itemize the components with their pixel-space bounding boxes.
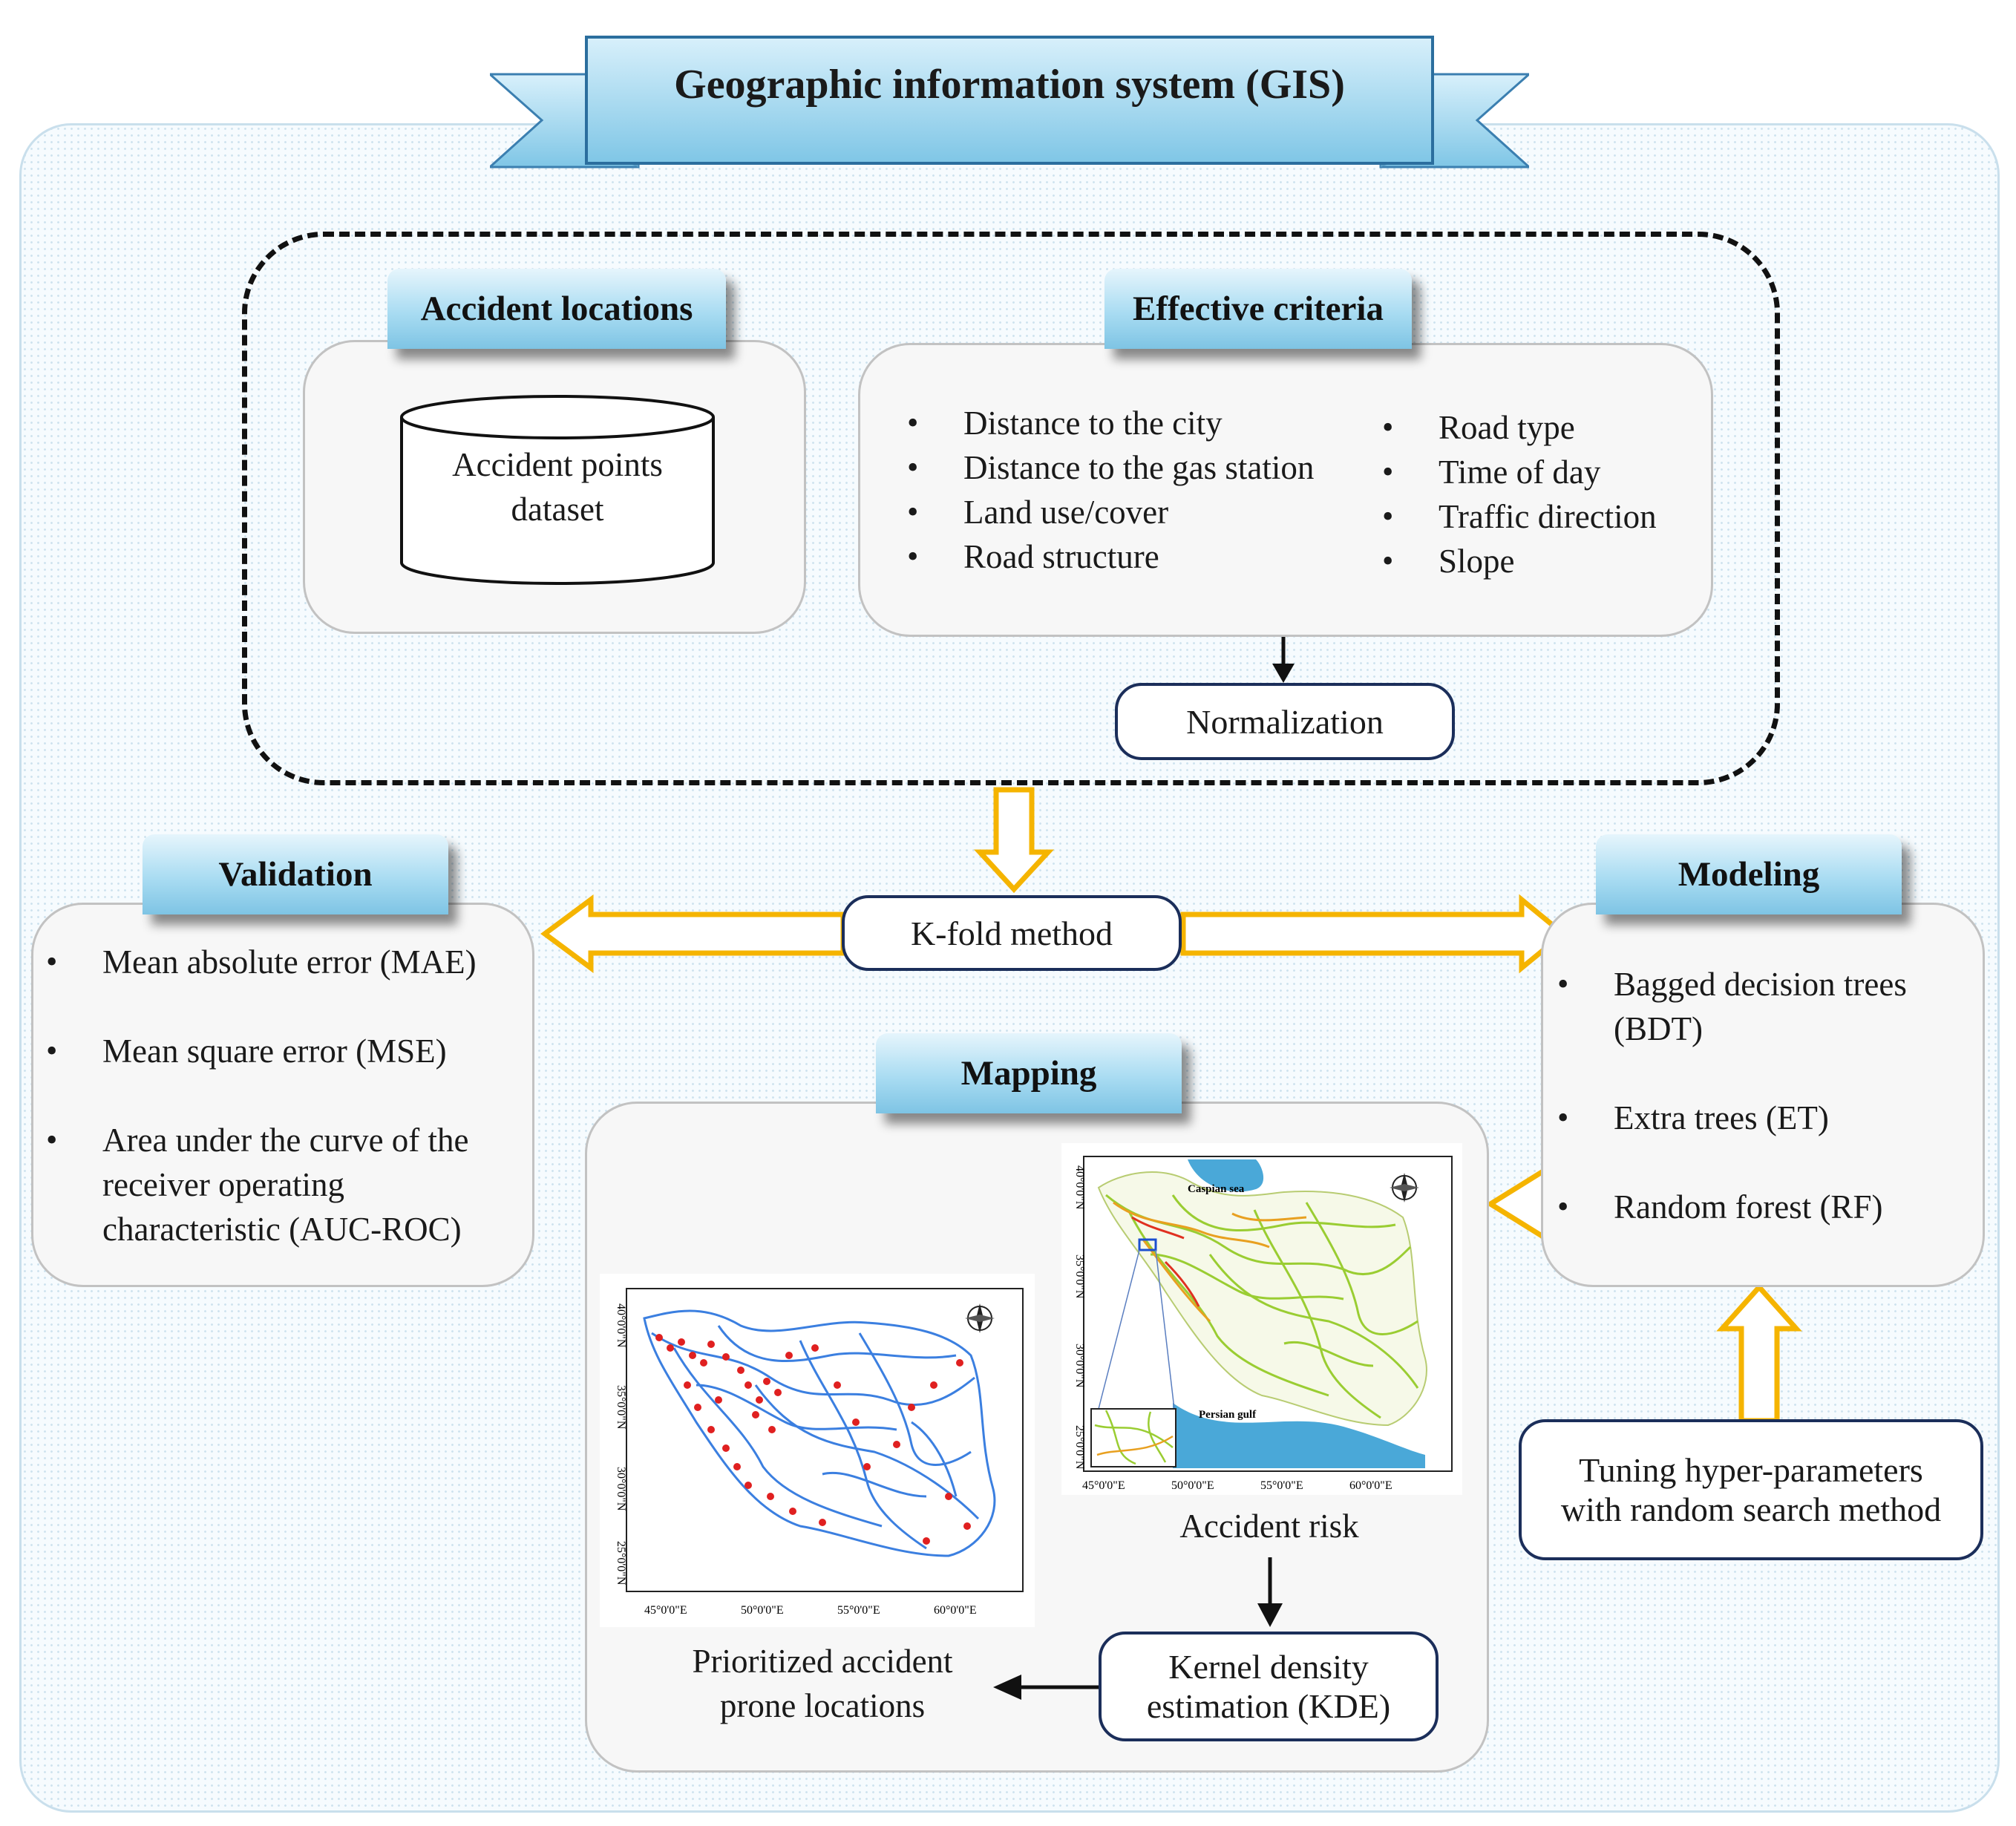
arrow-down-to-kfold-icon	[974, 787, 1054, 894]
very-high-risk-roads	[1131, 1216, 1200, 1307]
lon-tick: 55°0'0"E	[1260, 1479, 1303, 1492]
lat-tick: 35°0'0"N	[615, 1385, 627, 1430]
arrow-right-to-modeling-icon	[1180, 894, 1568, 974]
metric-item: Area under the curve of the receiver ope…	[46, 1118, 528, 1251]
road-network	[651, 1325, 980, 1550]
persian-gulf	[1173, 1403, 1425, 1468]
arrow-up-to-modeling-icon	[1716, 1283, 1802, 1424]
criteria-list-left: Distance to the city Distance to the gas…	[907, 401, 1412, 579]
model-item: Random forest (RF)	[1557, 1185, 1980, 1229]
normalization-box: Normalization	[1115, 683, 1455, 760]
accident-points	[655, 1334, 971, 1545]
accident-locations-header: Accident locations	[387, 269, 726, 349]
lat-tick: 25°0'0"N	[615, 1541, 627, 1586]
lat-tick: 40°0'0"N	[615, 1303, 627, 1348]
model-item: Bagged decision trees (BDT)	[1557, 962, 1980, 1051]
prioritized-locations-caption: Prioritized accident prone locations	[692, 1643, 953, 1724]
validation-metrics-list: Mean absolute error (MAE) Mean square er…	[46, 940, 528, 1251]
criteria-item: Road type	[1382, 405, 1694, 450]
lat-tick: 35°0'0"N	[1073, 1254, 1086, 1299]
lat-tick: 40°0'0"N	[1073, 1165, 1086, 1210]
criteria-item: Time of day	[1382, 450, 1694, 494]
kde-box: Kernel density estimation (KDE)	[1099, 1632, 1439, 1741]
tuning-box: Tuning hyper-parameters with random sear…	[1519, 1419, 1983, 1560]
effective-criteria-header: Effective criteria	[1104, 269, 1412, 349]
lat-tick: 30°0'0"N	[615, 1467, 627, 1511]
data-preparation-group	[242, 232, 1780, 785]
kfold-box: K-fold method	[842, 895, 1182, 971]
north-arrow-icon	[965, 1303, 995, 1333]
criteria-list-right: Road type Time of day Traffic direction …	[1382, 405, 1694, 583]
arrow-down-icon	[1272, 637, 1295, 683]
lon-tick: 50°0'0"E	[1171, 1479, 1214, 1492]
metric-item: Mean square error (MSE)	[46, 1029, 528, 1073]
lon-tick: 60°0'0"E	[934, 1604, 977, 1617]
validation-header: Validation	[143, 834, 448, 914]
models-list: Bagged decision trees (BDT) Extra trees …	[1557, 962, 1980, 1229]
metric-item: Mean absolute error (MAE)	[46, 940, 528, 984]
criteria-item: Distance to the gas station	[907, 445, 1412, 490]
caspian-sea	[1188, 1159, 1264, 1192]
database-cylinder-icon	[400, 395, 715, 585]
arrow-down-icon	[1257, 1557, 1283, 1627]
criteria-item: Slope	[1382, 539, 1694, 583]
accident-risk-caption: Accident risk	[1179, 1508, 1359, 1545]
prioritized-locations-map: 45°0'0"E 50°0'0"E 55°0'0"E 60°0'0"E 40°0…	[600, 1274, 1035, 1627]
criteria-item: Road structure	[907, 534, 1412, 579]
gulf-label: Persian gulf	[1199, 1409, 1257, 1421]
accident-dataset-label: Accident points dataset	[452, 446, 663, 528]
criteria-item: Land use/cover	[907, 490, 1412, 534]
model-item: Extra trees (ET)	[1557, 1096, 1980, 1140]
lon-tick: 55°0'0"E	[837, 1604, 880, 1617]
criteria-item: Traffic direction	[1382, 494, 1694, 539]
gis-banner	[490, 36, 1529, 168]
accident-risk-map: Caspian sea Persian gulf 45°0'0"E 50°0'0…	[1061, 1143, 1462, 1495]
gis-title: Geographic information system (GIS)	[674, 62, 1345, 108]
inset-extent-box	[1138, 1238, 1157, 1251]
lon-tick: 50°0'0"E	[741, 1604, 784, 1617]
lat-tick: 25°0'0"N	[1073, 1425, 1086, 1470]
lat-tick: 30°0'0"N	[1073, 1344, 1086, 1388]
road-network	[1105, 1194, 1419, 1419]
north-arrow-icon	[1390, 1173, 1419, 1202]
arrow-left-to-validation-icon	[540, 894, 846, 973]
caspian-label: Caspian sea	[1188, 1183, 1245, 1195]
lon-tick: 45°0'0"E	[644, 1604, 687, 1617]
lon-tick: 60°0'0"E	[1349, 1479, 1392, 1492]
mapping-header: Mapping	[876, 1033, 1182, 1113]
arrow-left-icon	[993, 1675, 1099, 1700]
criteria-item: Distance to the city	[907, 401, 1412, 445]
modeling-header: Modeling	[1596, 834, 1902, 914]
lon-tick: 45°0'0"E	[1082, 1479, 1125, 1492]
